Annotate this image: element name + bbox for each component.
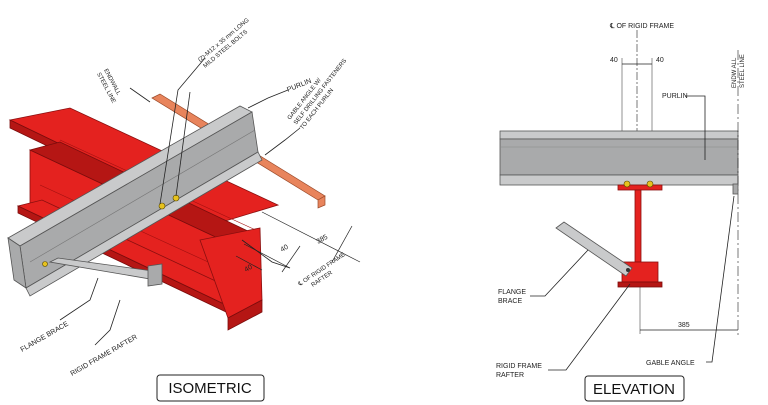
elevation-flange-brace-label-2: BRACE <box>498 298 522 305</box>
elevation-caption-box <box>584 375 685 402</box>
elevation-gable-angle <box>732 183 739 195</box>
elevation-dim-385-label: 385 <box>678 322 690 329</box>
flange-brace <box>48 257 163 287</box>
elevation-purlin-label: PURLIN <box>662 93 688 100</box>
elevation-flange-brace <box>555 221 633 277</box>
bolt-icon <box>623 180 631 188</box>
svg-text:SELF DRILLING FASTENERS: SELF DRILLING FASTENERS <box>293 58 348 126</box>
elevation-gable-angle-label: GABLE ANGLE <box>646 360 695 367</box>
elevation-caption: ELEVATION <box>593 381 675 398</box>
isometric-caption: ISOMETRIC <box>168 380 252 397</box>
endwall-steel-line-label: ENDWALL STEEL LINE <box>95 68 121 104</box>
purlin <box>7 105 263 297</box>
dim-385-label: 385 <box>316 234 330 246</box>
svg-text:(2)-M12 x 35 mm LONG: (2)-M12 x 35 mm LONG <box>197 17 250 63</box>
dim-40-left-label: 40 <box>610 57 618 64</box>
dim-40-label: 40 <box>280 244 290 254</box>
elevation-rafter-label-2: RAFTER <box>496 372 524 379</box>
flange-brace-label: FLANGE BRACE <box>20 320 71 353</box>
elevation-rafter-label: RIGID FRAME <box>496 363 542 370</box>
dim-40-right-label: 40 <box>656 57 664 64</box>
bolts-label: (2)-M12 x 35 mm LONG MILD STEEL BOLTS <box>197 17 250 69</box>
rigid-frame-rafter-label: RIGID FRAME RAFTER <box>70 334 139 378</box>
dim-40-label: 40 <box>244 264 254 274</box>
gable-angle-label: GABLE ANGLE W/ SELF DRILLING FASTENERS T… <box>287 58 348 131</box>
centerline-rafter-label: ℄ OF RIGID FRAME RAFTER <box>297 252 347 289</box>
bolt-icon <box>158 202 166 210</box>
elevation-flange-brace-label: FLANGE <box>498 289 526 296</box>
svg-text:ENDW ALL: ENDW ALL <box>732 57 738 88</box>
frame-centerline-label: ℄ OF RIGID FRAME <box>609 23 674 30</box>
elevation-purlin <box>499 130 739 186</box>
svg-text:STEEL LINE: STEEL LINE <box>740 54 746 88</box>
elevation-view: ℄ OF RIGID FRAME 40 40 PURLIN ENDW ALL S… <box>496 23 746 402</box>
elevation-endwall-label: ENDW ALL STEEL LINE <box>732 54 746 88</box>
bolt-icon <box>42 261 48 267</box>
isometric-view: ENDWALL STEEL LINE (2)-M12 x 35 mm LONG … <box>7 17 361 402</box>
isometric-caption-box <box>156 374 265 402</box>
bolt-icon <box>646 180 654 188</box>
